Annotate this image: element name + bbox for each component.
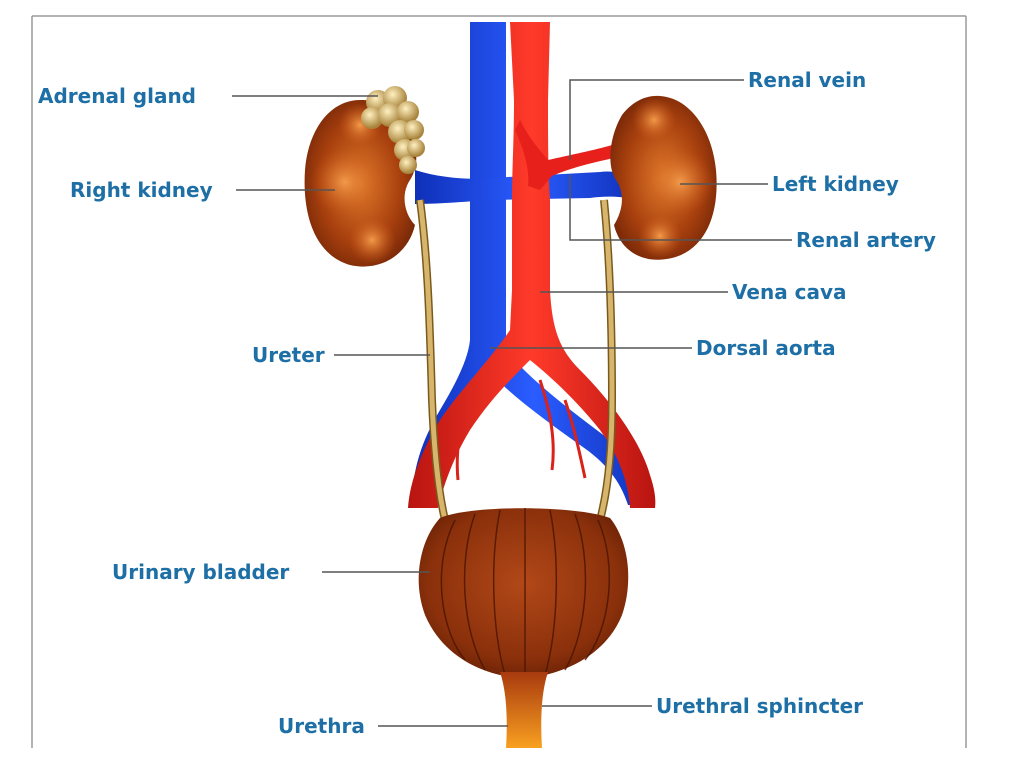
label-ureter: Ureter	[252, 343, 325, 367]
label-dorsal-aorta: Dorsal aorta	[696, 336, 836, 360]
label-right-kidney: Right kidney	[70, 178, 213, 202]
label-left-kidney: Left kidney	[772, 172, 899, 196]
ureter-tubes	[416, 199, 617, 522]
label-urethral-sphincter: Urethral sphincter	[656, 694, 863, 718]
label-adrenal-gland: Adrenal gland	[38, 84, 196, 108]
urethra-organ	[500, 672, 548, 748]
label-renal-vein: Renal vein	[748, 68, 866, 92]
left-kidney-organ	[610, 95, 717, 260]
adrenal-gland-organ	[361, 86, 425, 174]
leader-lines	[232, 79, 792, 727]
label-urinary-bladder: Urinary bladder	[112, 560, 289, 584]
label-renal-artery: Renal artery	[796, 228, 936, 252]
panel-border	[31, 15, 967, 748]
label-urethra: Urethra	[278, 714, 365, 738]
urinary-bladder-organ	[418, 508, 629, 676]
right-kidney-organ	[304, 100, 417, 267]
label-vena-cava: Vena cava	[732, 280, 847, 304]
dorsal-aorta-vessel	[408, 22, 656, 508]
